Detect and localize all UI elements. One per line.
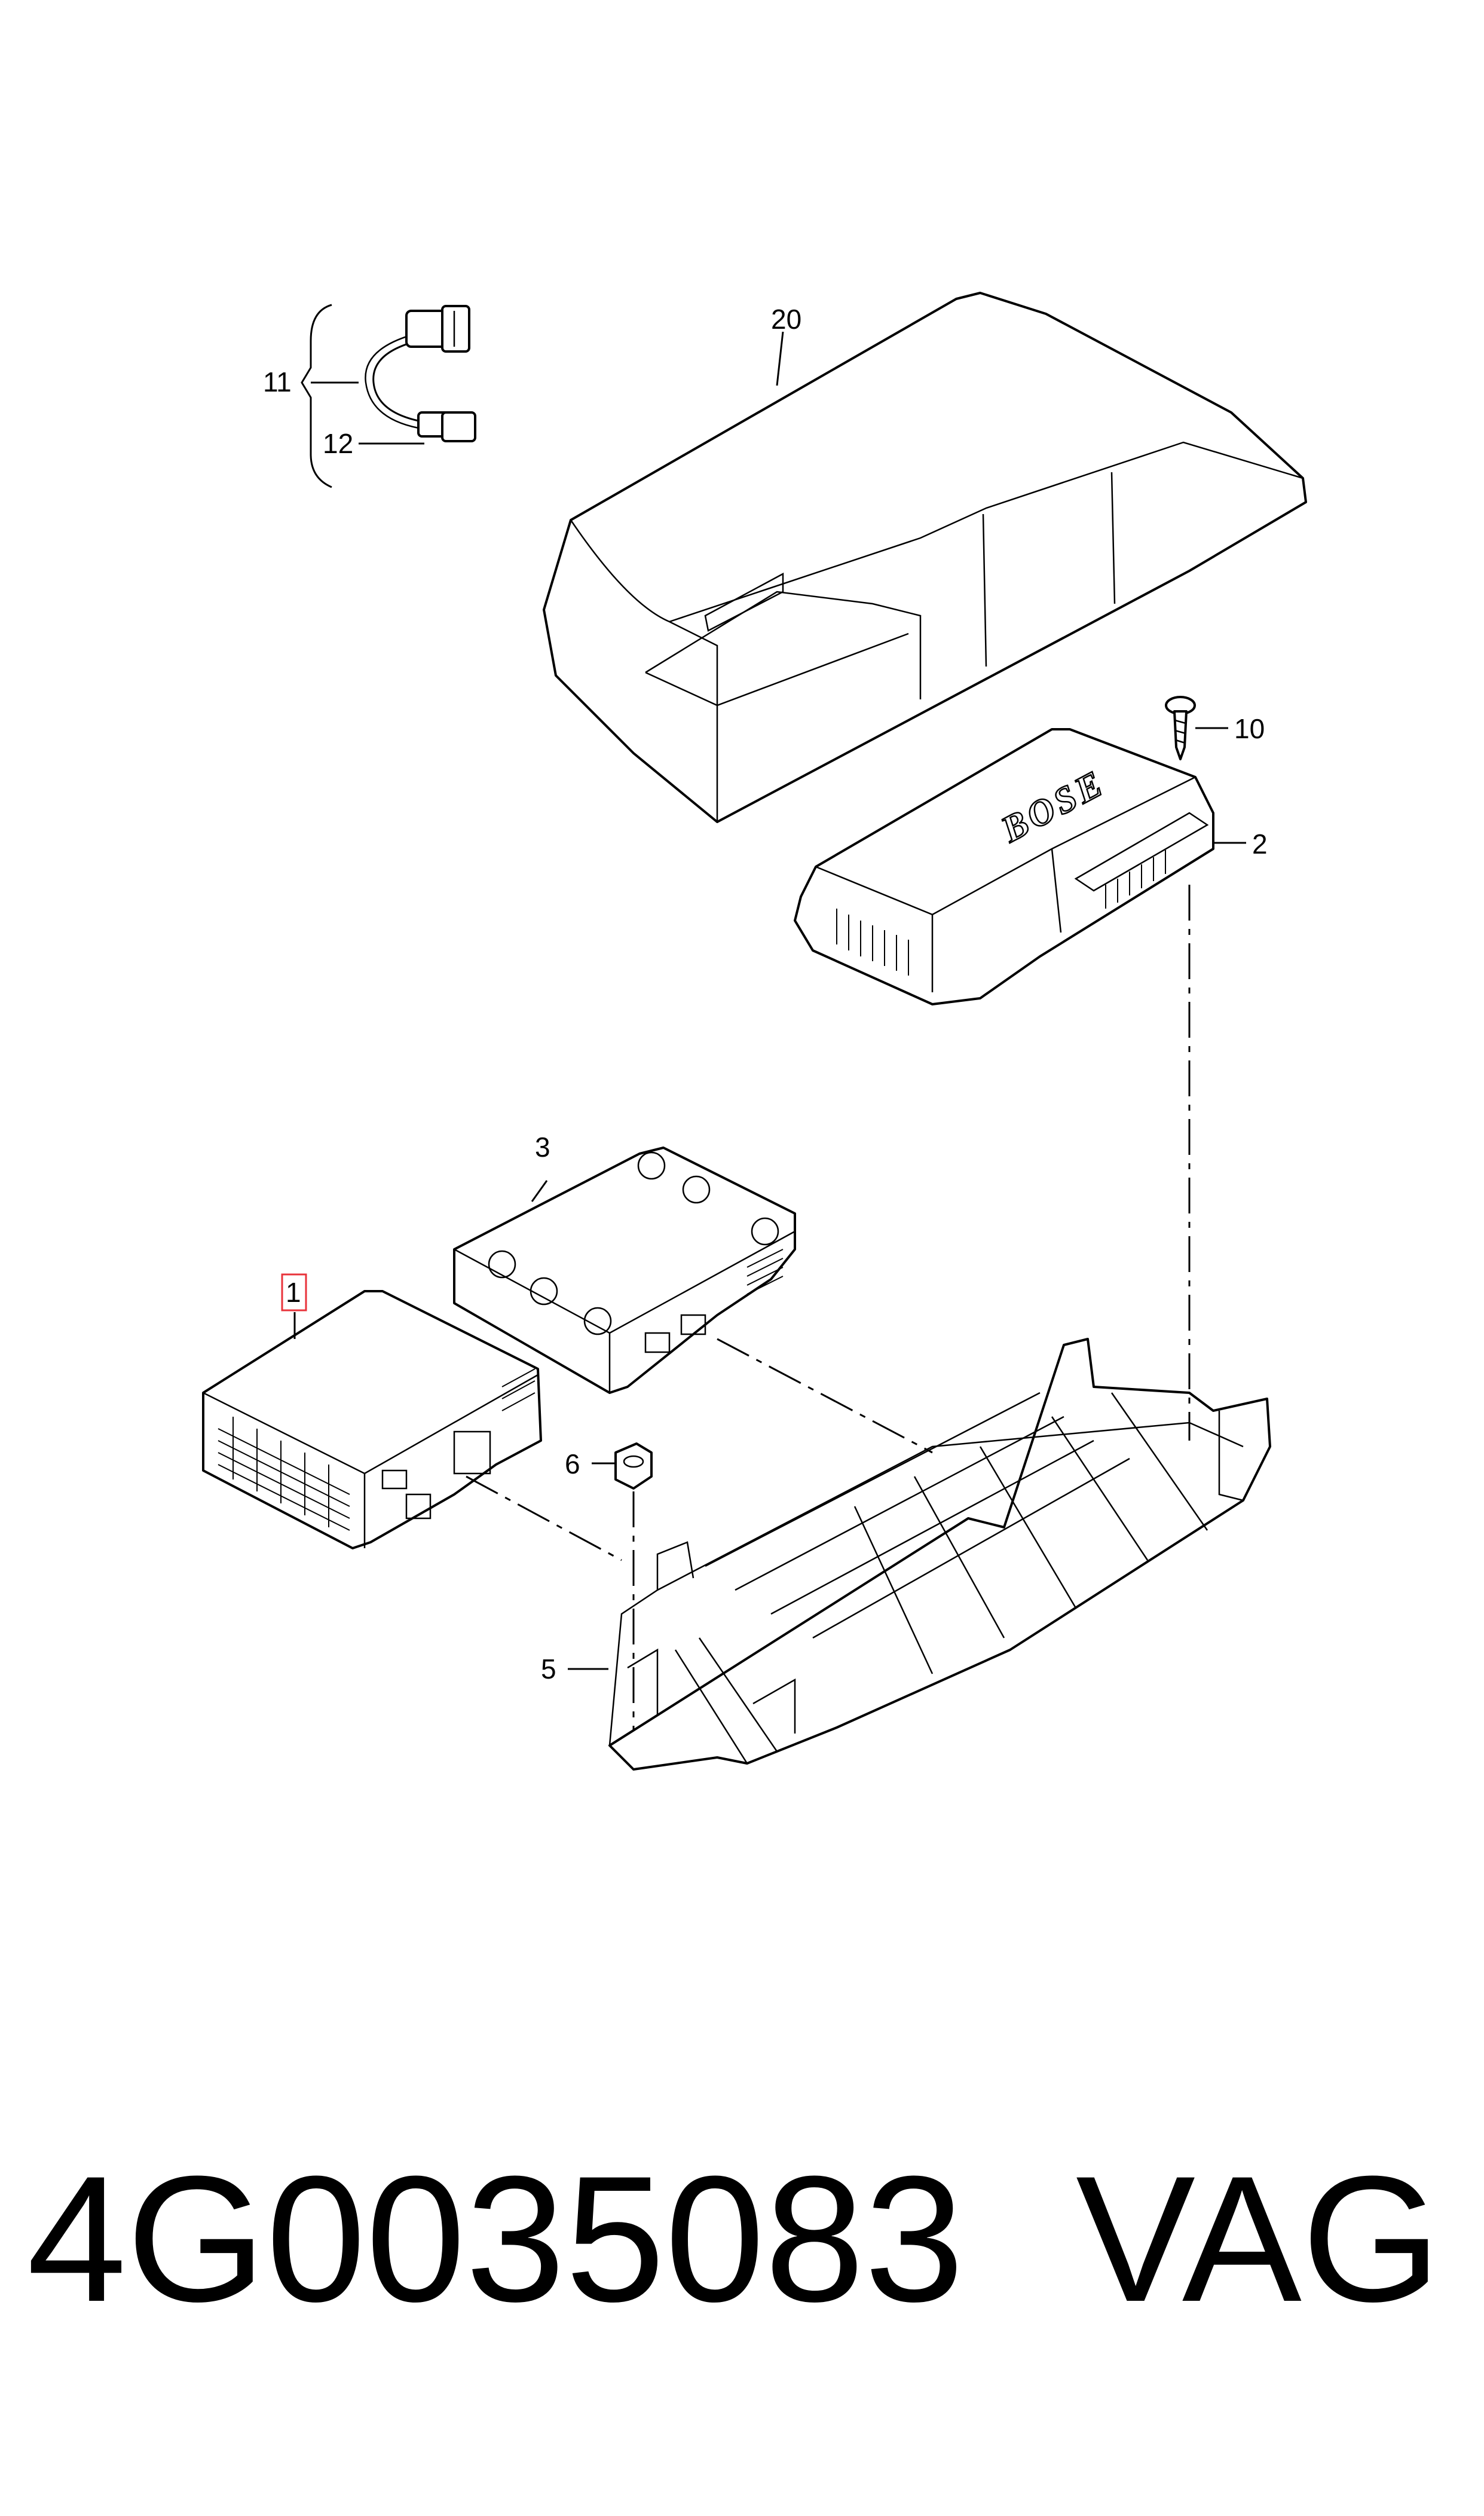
callout-11: 11 bbox=[263, 366, 292, 398]
callout-10: 10 bbox=[1234, 713, 1265, 744]
screw-part bbox=[1165, 696, 1228, 760]
control-unit-part bbox=[453, 1147, 796, 1394]
center-console-cover-part bbox=[543, 292, 1307, 823]
callout-12: 12 bbox=[323, 428, 353, 459]
main-unit-part bbox=[202, 1290, 542, 1549]
callout-3: 3 bbox=[535, 1132, 550, 1163]
callout-1: 1 bbox=[286, 1277, 301, 1308]
cable-harness-part bbox=[301, 304, 476, 488]
callout-20: 20 bbox=[771, 304, 801, 335]
callout-labels: 20 11 12 10 2 3 1 6 5 bbox=[263, 304, 1268, 1685]
brand-label: VAG bbox=[1076, 2138, 1442, 2339]
amplifier-part: BOSE bbox=[794, 728, 1246, 1005]
alignment-lines bbox=[466, 885, 1191, 1561]
nut-part bbox=[592, 1442, 653, 1745]
mounting-bracket-part bbox=[568, 1338, 1271, 1771]
callout-2: 2 bbox=[1252, 829, 1268, 860]
callout-1-highlight-box bbox=[281, 1273, 307, 1312]
callout-6: 6 bbox=[565, 1448, 580, 1479]
part-number: 4G0035083 bbox=[27, 2138, 965, 2339]
callout-5: 5 bbox=[541, 1653, 556, 1685]
